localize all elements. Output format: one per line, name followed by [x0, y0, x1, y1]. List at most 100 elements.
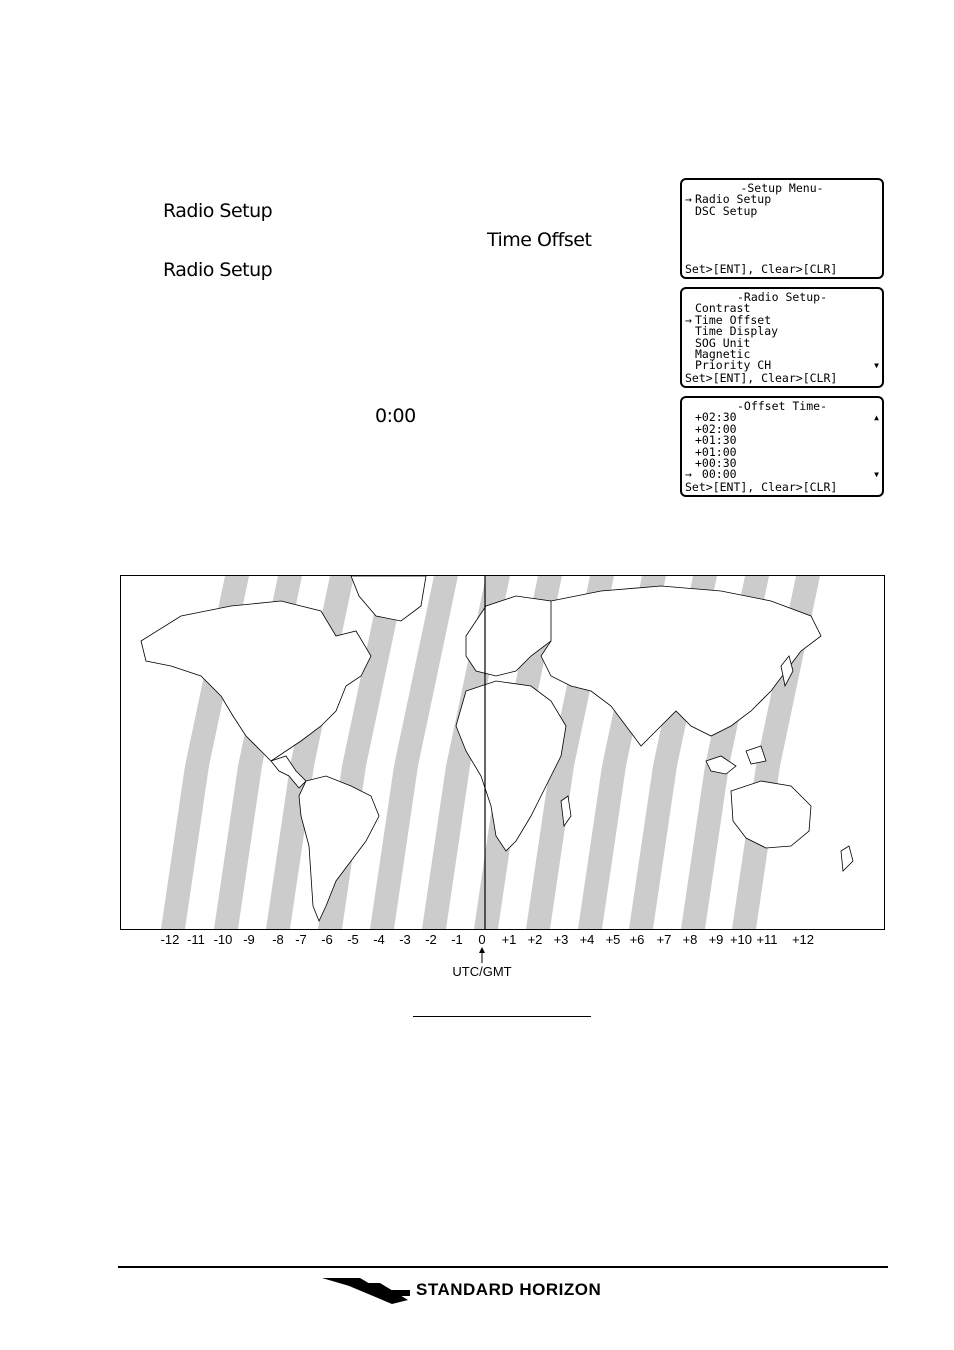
instruction-radio-setup-2: Radio Setup [163, 259, 273, 281]
lcd-item-label: Contrast [695, 301, 751, 316]
timezone-label: +10 [729, 932, 753, 947]
timezone-label: +7 [656, 932, 672, 947]
lcd-title: -Setup Menu- [740, 181, 824, 195]
select-arrow-icon [685, 349, 695, 360]
select-arrow-icon: → [685, 192, 692, 207]
scroll-spacer [869, 206, 879, 217]
timezone-label: +9 [708, 932, 724, 947]
lcd-title: -Radio Setup- [736, 290, 827, 304]
north-america-shape [140, 600, 372, 762]
lcd-footer-hint: Set>[ENT], Clear>[CLR] [685, 261, 838, 276]
lcd-item-label: +01:00 [695, 444, 737, 459]
timezone-label: +4 [579, 932, 595, 947]
select-arrow-icon: → [685, 312, 692, 327]
lcd-offset-time: -Offset Time-+02:30▲+02:00+01:30+01:00+0… [680, 396, 884, 497]
timezone-label: -1 [451, 932, 463, 947]
standard-horizon-logo-icon [322, 1278, 410, 1304]
lcd-menu-item[interactable]: Magnetic [685, 346, 879, 361]
lcd-menu-item[interactable]: SOG Unit [685, 337, 879, 349]
timezone-label: +6 [629, 932, 645, 947]
lcd-menu-item[interactable]: +02:00 [685, 421, 879, 436]
scroll-down-icon: ▼ [874, 470, 879, 480]
timezone-label: -3 [399, 932, 411, 947]
scroll-spacer [869, 458, 879, 469]
asia-shape [540, 585, 822, 747]
timezone-label: +1 [501, 932, 517, 947]
caption-rule [413, 1016, 591, 1017]
timezone-label: -9 [243, 932, 255, 947]
lcd-item-label: +02:00 [695, 421, 737, 436]
lcd-item-label: 00:00 [695, 467, 737, 482]
central-america-shape [270, 755, 307, 789]
timezone-label: -8 [272, 932, 284, 947]
brand-name: STANDARD HORIZON [416, 1280, 602, 1299]
lcd-menu-item[interactable]: Priority CH ▼ [685, 358, 879, 373]
select-arrow-icon: → [685, 467, 692, 482]
footer-rule [118, 1266, 888, 1268]
lcd-item-label: Time Display [695, 324, 779, 339]
lcd-menu-item[interactable]: +00:30 [685, 455, 879, 470]
scroll-spacer [869, 338, 879, 349]
lcd-item-label: Time Offset [695, 312, 772, 327]
lcd-menu-item[interactable]: DSC Setup [685, 203, 879, 218]
utc-arrow-icon [479, 947, 485, 963]
timezone-label: -4 [373, 932, 385, 947]
lcd-menu-item[interactable]: +01:00 [685, 444, 879, 459]
japan-shape [780, 655, 794, 688]
timezone-label: +12 [791, 932, 815, 947]
scroll-up-icon: ▲ [874, 413, 879, 423]
lcd-menu-item[interactable]: → 00:00 ▼ [685, 467, 879, 482]
lcd-menu-item[interactable]: +01:30 [685, 434, 879, 446]
lcd-menu-item[interactable]: Contrast [685, 301, 879, 316]
indonesia-shape [705, 755, 737, 775]
instruction-radio-setup-1: Radio Setup [163, 200, 273, 222]
timezone-label: +8 [682, 932, 698, 947]
utc-gmt-label: UTC/GMT [452, 964, 512, 979]
timezone-label: -10 [213, 932, 233, 947]
borneo-shape [745, 745, 767, 765]
timezone-label: -6 [321, 932, 333, 947]
lcd-item-label: Priority CH [695, 358, 772, 373]
scroll-spacer [869, 194, 879, 205]
scroll-spacer [869, 349, 879, 360]
lcd-item-label: DSC Setup [695, 203, 758, 218]
lcd-menu-item[interactable]: →Radio Setup [685, 192, 879, 207]
scroll-spacer [869, 326, 879, 337]
lcd-footer-hint: Set>[ENT], Clear>[CLR] [685, 370, 838, 385]
instruction-offset-value: 0:00 [375, 405, 416, 427]
select-arrow-icon [685, 338, 695, 349]
lcd-title: -Offset Time- [736, 399, 827, 413]
lcd-menu-item[interactable]: →Time Offset [685, 312, 879, 327]
lcd-item-label: +00:30 [695, 455, 737, 470]
scroll-down-icon: ▼ [874, 361, 879, 371]
africa-shape [455, 680, 567, 852]
scroll-spacer [869, 315, 879, 326]
select-arrow-icon [685, 435, 695, 446]
scroll-spacer [869, 435, 879, 446]
scroll-spacer [869, 424, 879, 435]
timezone-label: +11 [756, 932, 778, 947]
south-america-shape [298, 775, 380, 923]
lcd-item-label: Magnetic [695, 346, 751, 361]
select-arrow-icon [685, 447, 695, 458]
lcd-menu-item[interactable]: Time Display [685, 324, 879, 339]
select-arrow-icon [685, 424, 695, 435]
lcd-footer-hint: Set>[ENT], Clear>[CLR] [685, 479, 838, 494]
select-arrow-icon [685, 412, 695, 423]
timezone-label: -5 [347, 932, 359, 947]
europe-shape [465, 595, 567, 677]
timezone-label: -7 [295, 932, 307, 947]
timezone-label: +5 [605, 932, 621, 947]
scroll-spacer [869, 447, 879, 458]
timezone-label: -12 [160, 932, 180, 947]
time-zone-map [120, 575, 885, 930]
timezone-label: -2 [425, 932, 437, 947]
timezone-label: +2 [527, 932, 543, 947]
select-arrow-icon [685, 326, 695, 337]
timezone-label: +3 [553, 932, 569, 947]
scroll-spacer [869, 303, 879, 314]
lcd-item-label: +02:30 [695, 410, 737, 425]
lcd-menu-item[interactable]: +02:30 ▲ [685, 410, 879, 425]
